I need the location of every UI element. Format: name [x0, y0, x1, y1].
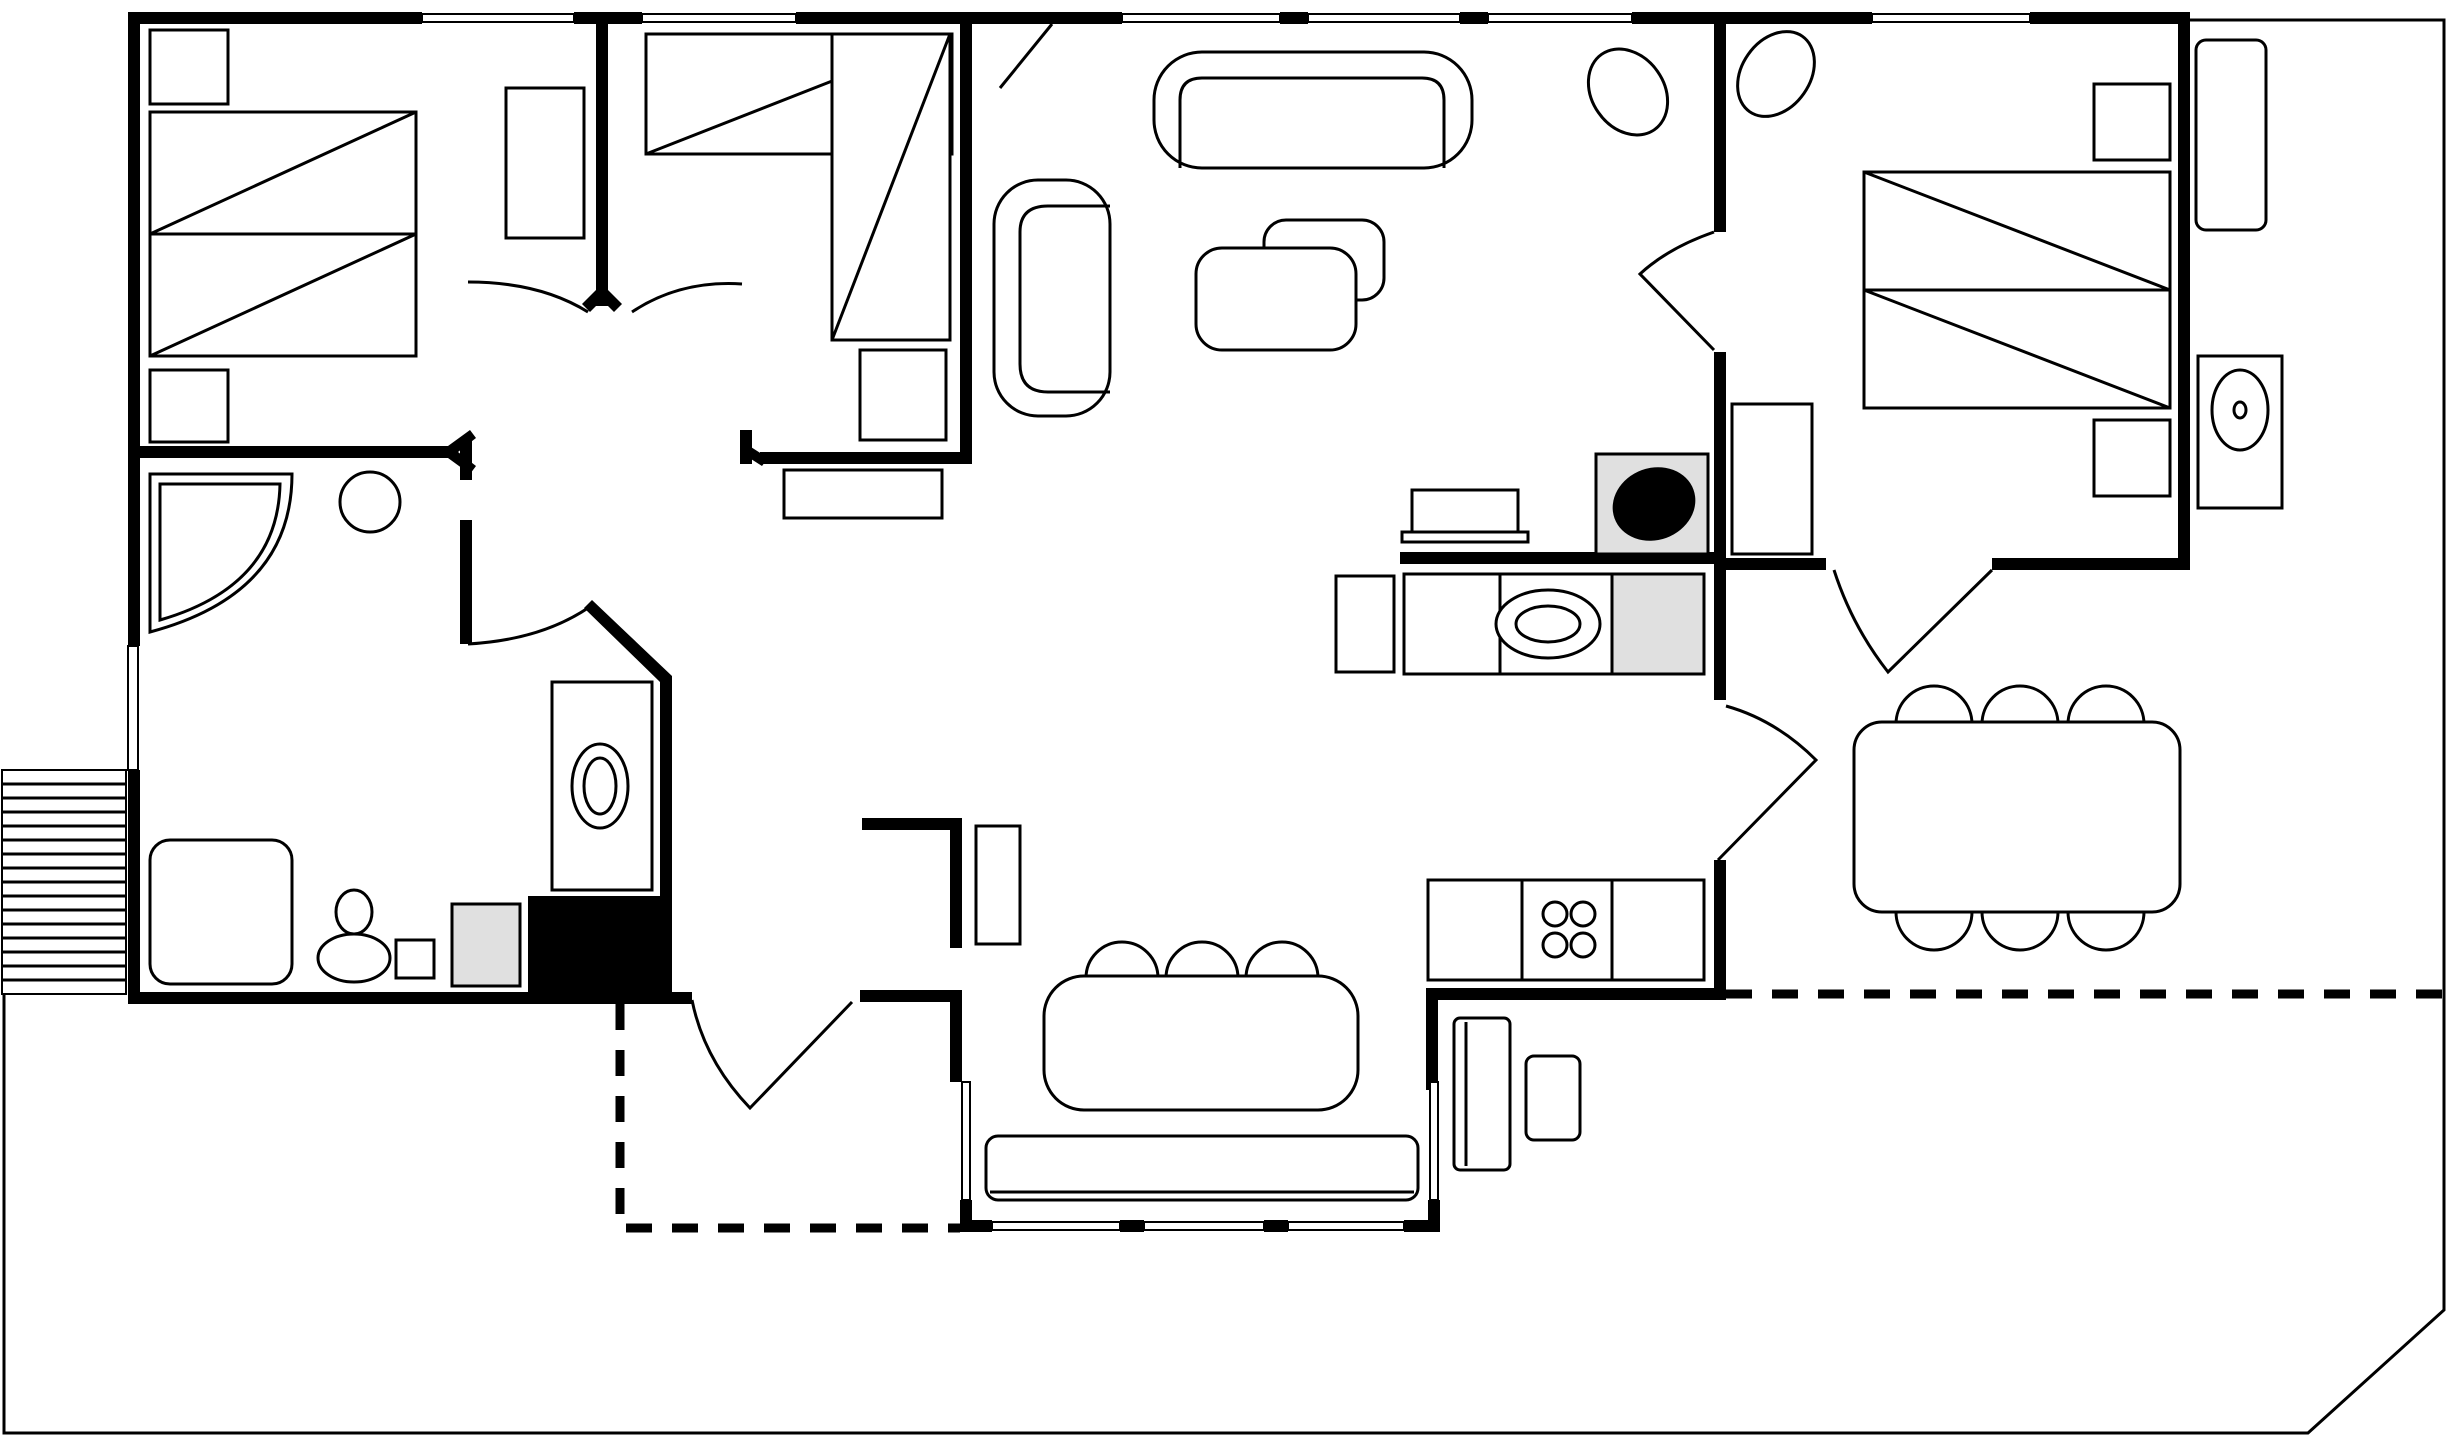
- window-left: [127, 645, 139, 771]
- kitchen-sink: [1494, 588, 1602, 660]
- entrance-stairs: [1, 769, 127, 995]
- shower: [148, 472, 294, 634]
- dining-area: [1852, 684, 2182, 952]
- kitchen: [1334, 452, 1710, 982]
- plant: [1736, 30, 1816, 118]
- toilet: [334, 888, 374, 936]
- outdoor-stool: [1524, 1054, 1582, 1142]
- bathtub: [148, 838, 294, 986]
- wardrobe: [1730, 402, 1814, 556]
- washing-machine: [450, 902, 522, 988]
- door-swings: [466, 23, 1994, 1111]
- nightstand: [2092, 418, 2172, 498]
- microwave: [1410, 488, 1520, 536]
- windows-top: [421, 13, 2031, 23]
- fridge: [1334, 574, 1396, 674]
- bidet: [394, 938, 436, 980]
- basin: [338, 470, 402, 534]
- windows-bay: [961, 1081, 1439, 1231]
- table: [1042, 974, 1360, 1112]
- terrace-outline-left: [615, 1004, 960, 1233]
- living-room: [992, 30, 1816, 418]
- shelf: [974, 824, 1022, 946]
- counter-cooktop: [1426, 878, 1706, 982]
- bedroom-3: [1730, 82, 2172, 556]
- bedroom-2: [644, 32, 954, 520]
- coffee-table: [1194, 246, 1358, 352]
- walls: [128, 12, 2190, 1232]
- outdoor-sink: [2196, 354, 2284, 510]
- nightstand: [858, 348, 948, 442]
- nightstand: [2092, 82, 2172, 162]
- wardrobe: [504, 86, 586, 240]
- bench: [984, 1134, 1420, 1202]
- bay-seating: [974, 824, 1582, 1202]
- nightstand: [148, 368, 230, 444]
- dining-table: [1852, 720, 2182, 914]
- nightstand: [148, 28, 230, 106]
- outdoor-chair: [1452, 1016, 1512, 1172]
- wardrobe: [782, 468, 944, 520]
- pot: [1612, 467, 1696, 541]
- bathroom: [148, 470, 654, 988]
- sofa: [1152, 50, 1474, 170]
- bedroom-1: [148, 28, 586, 444]
- plant: [1586, 47, 1670, 137]
- armchair: [992, 178, 1112, 418]
- outdoor-bench: [2194, 38, 2268, 232]
- plot-boundary: [2, 18, 2446, 1435]
